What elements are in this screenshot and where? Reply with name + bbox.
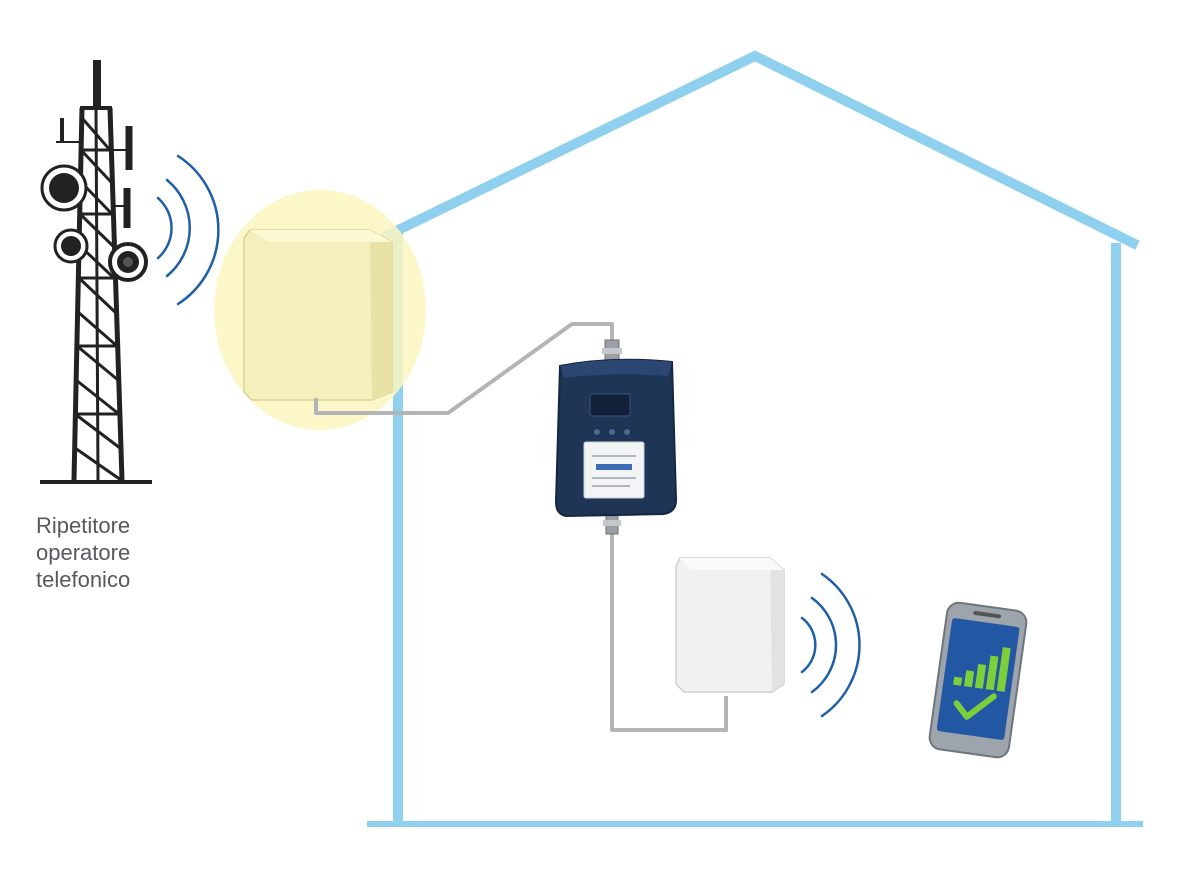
cable-outdoor-to-repeater: [314, 322, 614, 415]
house-roof: [375, 50, 1140, 250]
tower-label-line-2: operatore: [36, 540, 131, 565]
signal-bars: [953, 647, 1011, 692]
indoor-signal-waves: [800, 572, 861, 718]
indoor-panel-antenna-icon: [675, 557, 785, 693]
outdoor-panel-antenna-icon: [243, 229, 393, 401]
tower-label: Ripetitore operatore telefonico: [36, 512, 236, 593]
cell-tower-icon: [40, 60, 152, 484]
signal-repeater-icon: [554, 339, 678, 535]
tower-label-line-3: telefonico: [36, 567, 131, 592]
tower-signal-waves: [156, 154, 220, 306]
tower-label-line-1: Ripetitore: [36, 513, 131, 538]
house-outline: [367, 50, 1143, 827]
check-icon: [953, 693, 997, 720]
cable-repeater-to-indoor: [610, 534, 728, 732]
smartphone-full-signal-icon: [928, 601, 1028, 759]
coax-cables: [314, 322, 728, 732]
